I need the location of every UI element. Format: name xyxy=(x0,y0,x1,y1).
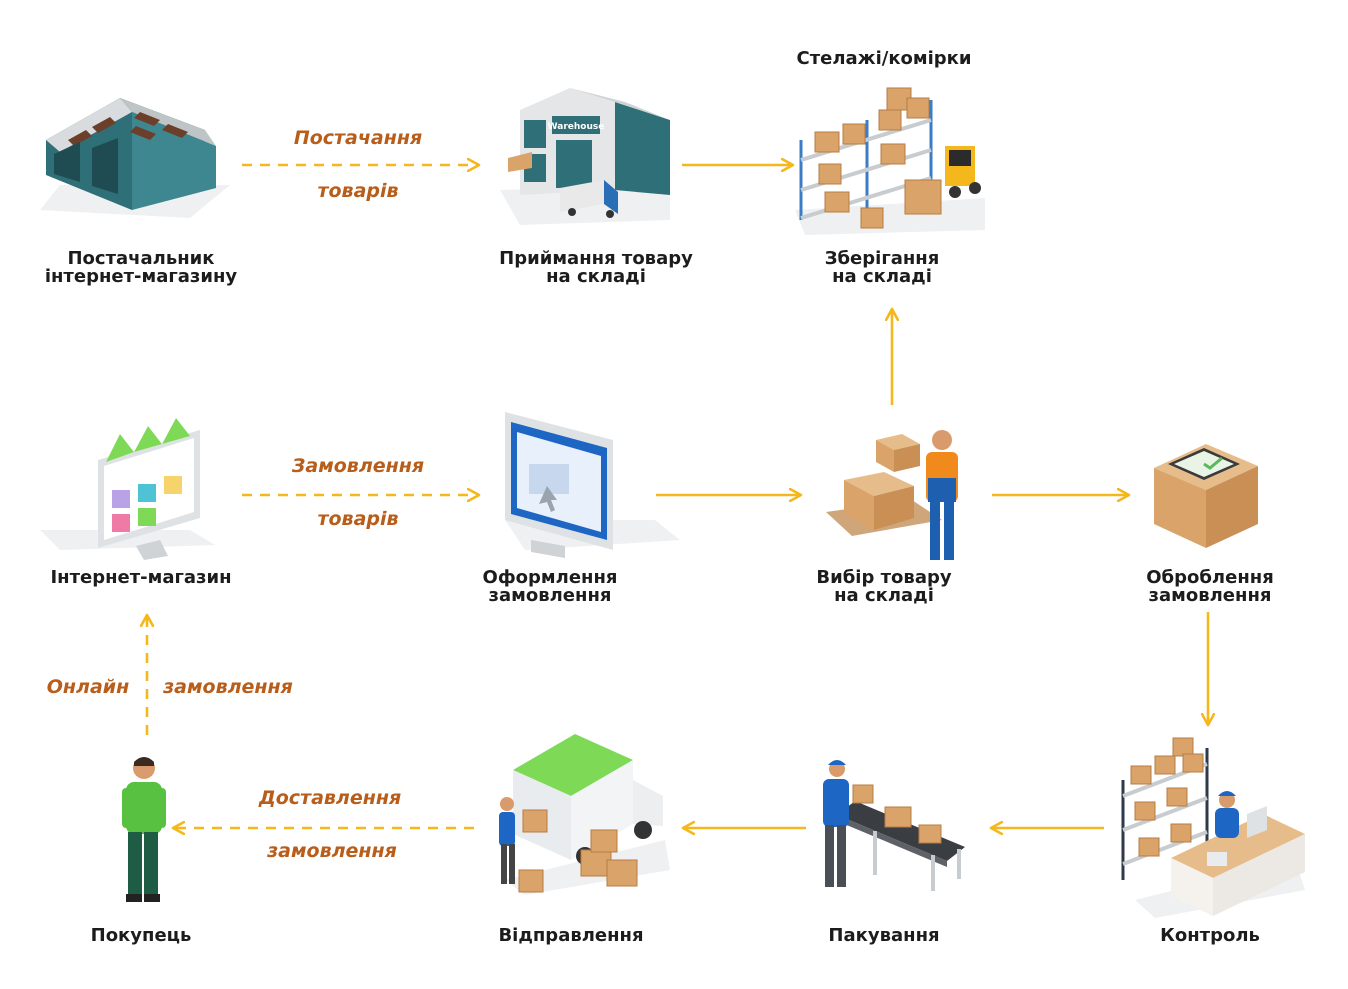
packing-conveyor-illustration xyxy=(815,755,975,905)
control-label-1: Контроль xyxy=(1160,925,1260,946)
receiving-warehouse-illustration: Warehouse xyxy=(500,80,680,230)
storage-label-2: на складі xyxy=(832,266,932,287)
edge-label-supply-1: Постачання xyxy=(293,127,423,149)
receiving-label-2: на складі xyxy=(546,266,646,287)
order-form-label-1: Оформлення xyxy=(482,567,618,588)
supplier-label-1: Постачальник xyxy=(67,248,215,269)
buyer-person-illustration xyxy=(108,752,178,912)
shipping-label-1: Відправлення xyxy=(498,925,644,946)
order-form-label-2: замовлення xyxy=(488,585,612,606)
picking-worker-illustration xyxy=(822,420,972,570)
packing-label-1: Пакування xyxy=(828,925,940,946)
warehouse-sign xyxy=(552,116,600,134)
shipping-truck-illustration xyxy=(495,730,675,900)
receiving-label-1: Приймання товару xyxy=(499,248,693,269)
edge-label-online-1: Онлайн xyxy=(46,676,130,698)
edge-label-order-1: Замовлення xyxy=(291,455,425,477)
order-form-monitor-illustration xyxy=(495,400,685,560)
processing-label-1: Оброблення xyxy=(1146,567,1274,588)
edge-label-supply-2: товарів xyxy=(317,180,399,202)
storage-label-1: Зберігання xyxy=(824,248,940,269)
edge-label-delivery-2: замовлення xyxy=(267,840,397,862)
warehouse-sign-text: Warehouse xyxy=(548,122,605,132)
shop-label-1: Інтернет-магазин xyxy=(50,567,232,588)
edge-label-online-2: замовлення xyxy=(163,676,293,698)
picking-label-2: на складі xyxy=(834,585,934,606)
shop-monitor-illustration xyxy=(40,400,240,560)
storage-top-label: Стелажі/комірки xyxy=(796,48,972,69)
processing-box-illustration xyxy=(1140,428,1270,558)
edge-label-order-2: товарів xyxy=(317,508,399,530)
processing-label-2: замовлення xyxy=(1148,585,1272,606)
supplier-label-2: інтернет-магазину xyxy=(44,266,238,287)
picking-label-1: Вибір товару xyxy=(816,567,952,588)
control-desk-illustration xyxy=(1115,730,1310,920)
supplier-building-illustration xyxy=(40,90,240,220)
storage-racks-illustration xyxy=(795,80,990,235)
buyer-label-1: Покупець xyxy=(90,925,192,946)
edge-label-delivery-1: Доставлення xyxy=(258,787,402,809)
